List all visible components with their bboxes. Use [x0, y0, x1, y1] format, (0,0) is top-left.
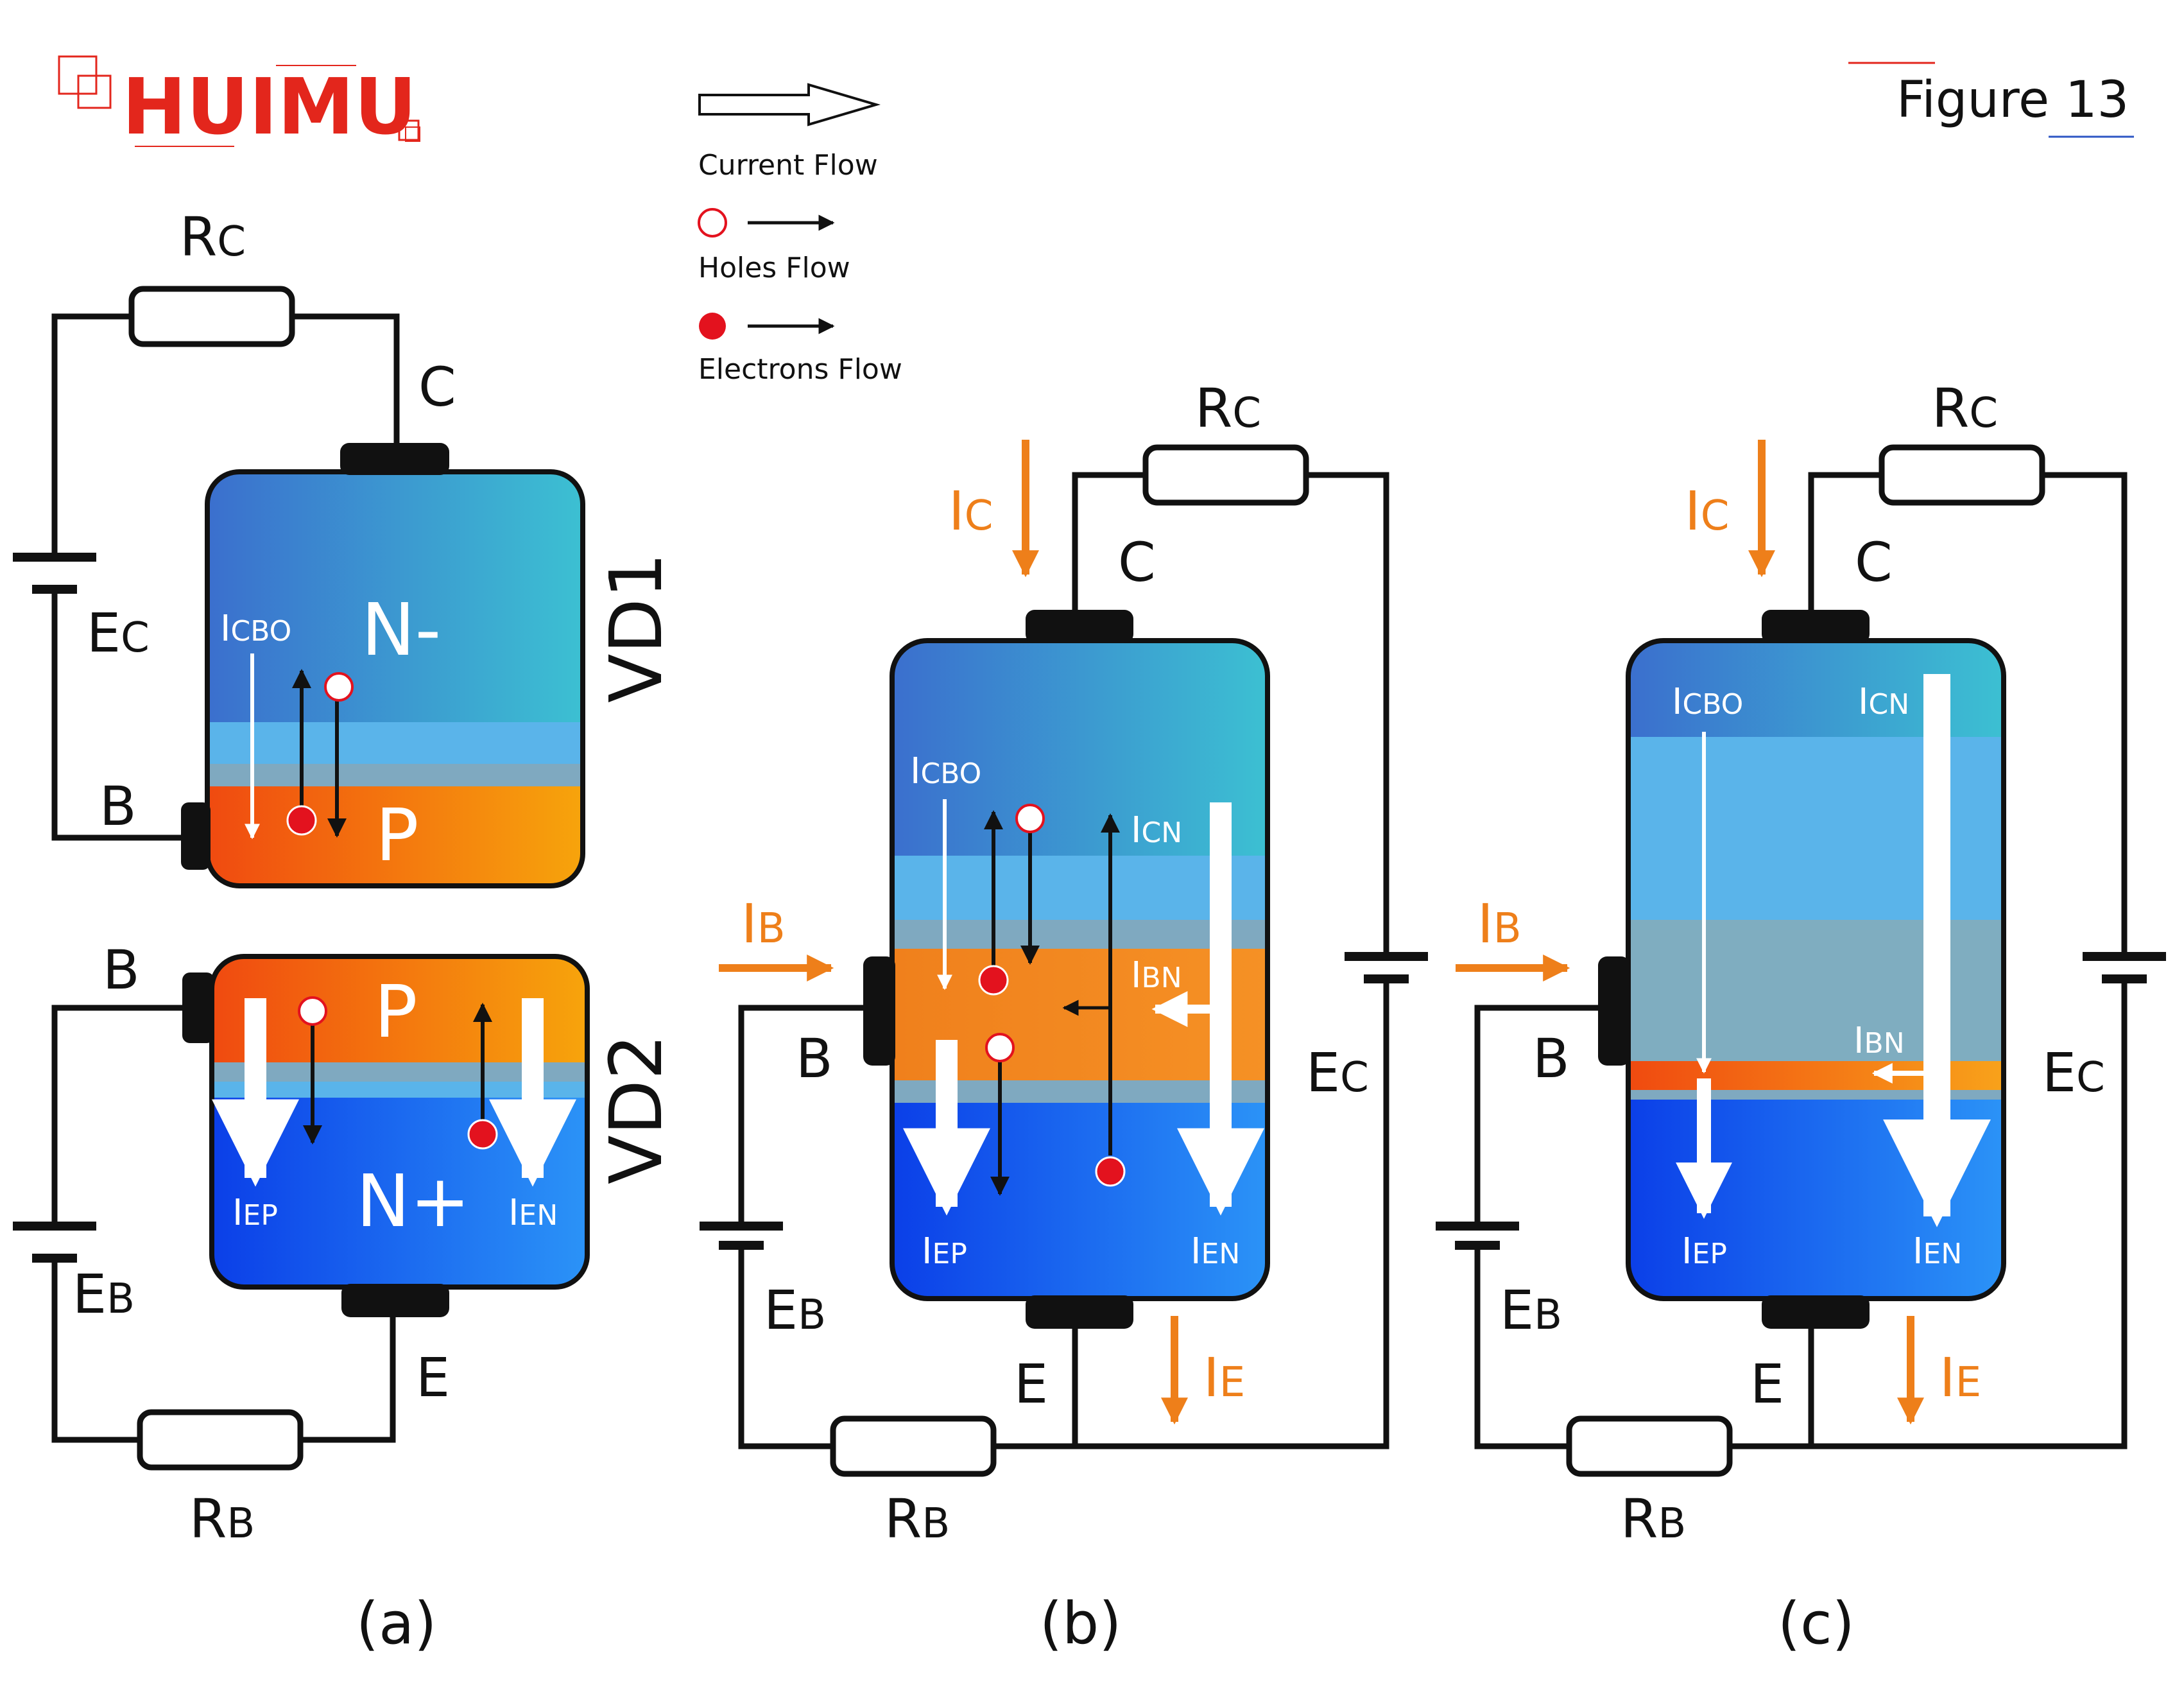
panel-b: RC C IC IB B EC EB E IE RB ICBO ICN IBN … — [700, 377, 1428, 1657]
region-n-plus: N+ — [356, 1160, 470, 1243]
terminal-e-label: E — [1014, 1353, 1048, 1415]
region-p-vd1: P — [375, 794, 419, 877]
terminal-b1-label: B — [99, 775, 137, 838]
panel-a: RC C EC B B EB E RB N- P P N+ ICBO IEP I… — [13, 205, 678, 1657]
terminal-b-pad — [181, 802, 211, 870]
iep-label-a: IEP — [232, 1192, 278, 1234]
terminal-e-pad — [1026, 1295, 1133, 1329]
ibn-label-c: IBN — [1853, 1020, 1905, 1062]
rc-label-a: RC — [180, 205, 246, 268]
legend-electrons-flow: Electrons Flow — [698, 353, 902, 386]
panel-c: RC C IC IB B EC EB E IE RB ICBO ICN IBN … — [1436, 377, 2166, 1657]
icbo-label-c: ICBO — [1672, 681, 1743, 723]
figure-label: Figure 13 — [1896, 71, 2129, 129]
rc-label-b: RC — [1195, 377, 1261, 440]
electron-icon — [286, 805, 317, 836]
terminal-e-label: E — [416, 1346, 450, 1409]
ec-label-c: EC — [2042, 1041, 2105, 1104]
rb-label-a: RB — [189, 1487, 255, 1550]
ib-label-b: IB — [741, 892, 786, 955]
terminal-b-pad — [1598, 956, 1630, 1066]
terminal-e-label: E — [1750, 1353, 1784, 1415]
icbo-label-a: ICBO — [220, 608, 291, 650]
resistor-rc — [1142, 444, 1309, 506]
region-n-minus: N- — [361, 589, 441, 672]
hole-icon — [324, 672, 354, 702]
icn-label-c: ICN — [1858, 681, 1909, 723]
iep-label-c: IEP — [1681, 1231, 1727, 1272]
ie-label-c: IE — [1939, 1346, 1981, 1409]
terminal-b-label: B — [796, 1027, 833, 1090]
iep-label-b: IEP — [922, 1231, 967, 1272]
logo-text: HUIMU — [122, 63, 417, 152]
eb-label-c: EB — [1500, 1279, 1562, 1342]
rc-label-c: RC — [1932, 377, 1998, 440]
icn-label-b: ICN — [1131, 809, 1182, 851]
resistor-rc — [128, 286, 295, 347]
electron-icon — [1095, 1156, 1126, 1187]
hole-icon — [985, 1033, 1015, 1062]
vd2-label: VD2 — [595, 1034, 678, 1184]
icbo-label-b: ICBO — [910, 750, 981, 792]
ien-label-a: IEN — [508, 1192, 558, 1234]
region-p-vd2: P — [374, 971, 418, 1054]
ec-label-a: EC — [87, 601, 150, 664]
electron-icon — [978, 965, 1009, 996]
ic-label-c: IC — [1685, 480, 1729, 542]
hole-icon — [698, 208, 727, 238]
electron-icon — [467, 1119, 498, 1150]
terminal-e-pad — [341, 1284, 449, 1317]
legend-current-flow: Current Flow — [698, 149, 878, 182]
eb-label-b: EB — [764, 1279, 826, 1342]
ie-label-b: IE — [1203, 1346, 1245, 1409]
hole-icon — [298, 996, 327, 1026]
ibn-label-b: IBN — [1131, 955, 1182, 996]
hole-icon — [1015, 804, 1045, 833]
terminal-c-label: C — [418, 356, 456, 419]
ec-label-b: EC — [1306, 1041, 1369, 1104]
terminal-b-pad — [182, 973, 214, 1043]
electron-icon — [699, 313, 726, 340]
eb-label-a: EB — [73, 1263, 135, 1326]
terminal-c-pad — [340, 443, 449, 475]
ien-label-b: IEN — [1191, 1231, 1240, 1272]
terminal-e-pad — [1762, 1295, 1870, 1329]
ien-label-c: IEN — [1913, 1231, 1962, 1272]
figure-label-group: Figure 13 — [1848, 62, 2134, 138]
ib-label-c: IB — [1477, 892, 1522, 955]
caption-c: (c) — [1778, 1590, 1855, 1657]
resistor-rb — [1566, 1415, 1733, 1477]
terminal-c-label: C — [1855, 531, 1893, 594]
resistor-rb — [137, 1409, 304, 1471]
terminal-c-pad — [1026, 610, 1133, 643]
caption-a: (a) — [356, 1590, 436, 1657]
rb-label-c: RB — [1621, 1487, 1686, 1550]
caption-b: (b) — [1040, 1590, 1121, 1657]
terminal-b-pad — [863, 956, 895, 1066]
resistor-rc — [1879, 444, 2045, 506]
huimu-logo: HUIMU — [58, 55, 420, 152]
terminal-b2-label: B — [103, 938, 140, 1001]
legend-holes-flow: Holes Flow — [698, 252, 850, 284]
terminal-b-label: B — [1533, 1027, 1570, 1090]
terminal-c-label: C — [1118, 531, 1156, 594]
legend: Current Flow Holes Flow Electrons Flow — [698, 83, 902, 386]
ic-label-b: IC — [949, 480, 993, 542]
current-flow-icon — [698, 83, 881, 126]
rb-label-b: RB — [884, 1487, 950, 1550]
terminal-c-pad — [1762, 610, 1870, 643]
vd1-body — [207, 472, 583, 886]
vd1-label: VD1 — [595, 553, 678, 703]
resistor-rb — [830, 1415, 997, 1477]
